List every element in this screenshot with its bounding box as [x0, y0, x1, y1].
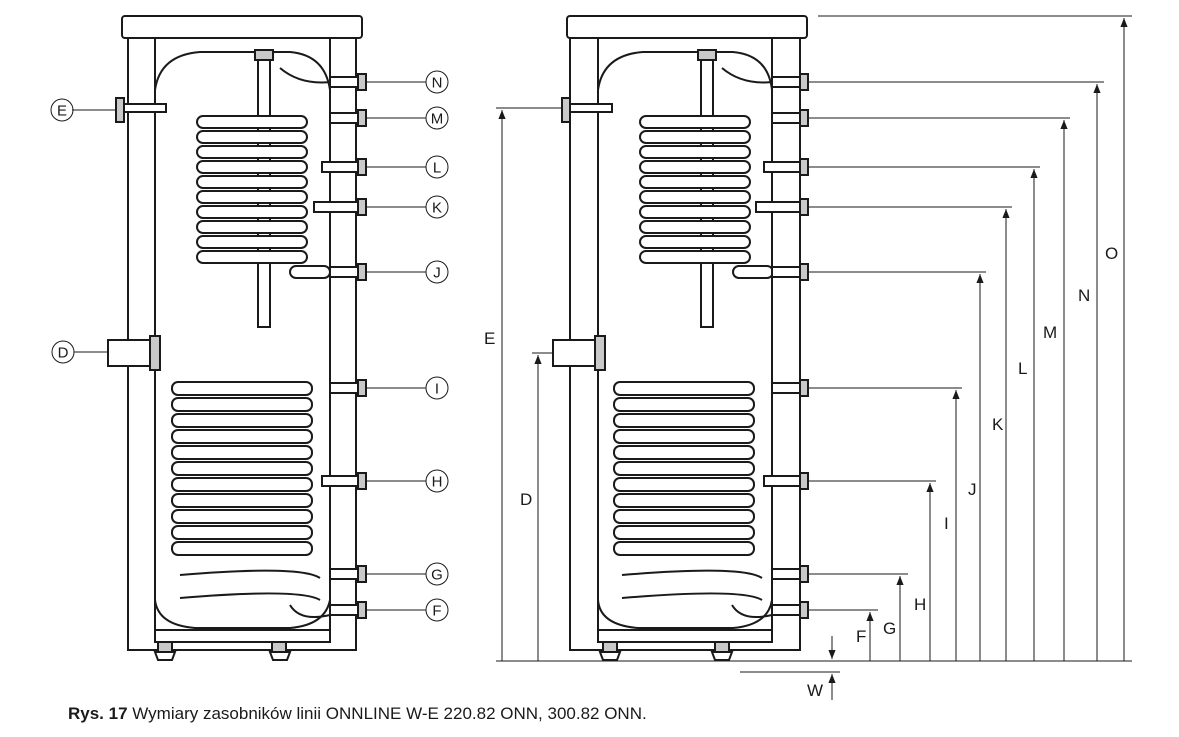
left-view-tank: N M L K J I H G F E D: [50, 15, 449, 661]
connection-label-K: K: [425, 195, 449, 219]
dimension-label-J: J: [968, 480, 977, 499]
left-casing-body: [127, 37, 357, 651]
dimension-lines: [498, 18, 1128, 700]
right-view-tank: E D O N M L K J I H G F W: [484, 15, 1132, 700]
svg-text:N: N: [432, 75, 443, 92]
svg-text:D: D: [58, 345, 69, 362]
dimension-label-M: M: [1043, 323, 1057, 342]
dimension-label-D: D: [520, 490, 532, 509]
dimension-label-N: N: [1078, 286, 1090, 305]
left-leaders: [72, 81, 426, 611]
dimension-label-E: E: [484, 329, 495, 348]
figure-caption-text: Wymiary zasobników linii ONNLINE W-E 220…: [132, 704, 647, 723]
right-upper-coil: [639, 115, 774, 279]
svg-text:J: J: [433, 265, 441, 282]
connection-label-F: F: [425, 598, 449, 622]
connection-label-D: D: [51, 340, 75, 364]
dimension-label-O: O: [1105, 244, 1118, 263]
dimension-label-I: I: [944, 514, 949, 533]
svg-text:E: E: [57, 103, 67, 120]
dimension-label-G: G: [883, 619, 896, 638]
dimension-label-H: H: [914, 595, 926, 614]
dimension-label-L: L: [1018, 359, 1027, 378]
connection-label-M: M: [425, 106, 449, 130]
svg-text:I: I: [435, 381, 439, 398]
connection-label-G: G: [425, 562, 449, 586]
left-inner-vessel: [154, 51, 331, 629]
dimension-label-F: F: [856, 627, 866, 646]
left-casing-top: [121, 15, 363, 39]
svg-text:K: K: [432, 200, 442, 217]
connection-label-N: N: [425, 70, 449, 94]
connection-label-E: E: [50, 98, 74, 122]
extension-lines: [496, 15, 1132, 673]
left-upper-coil: [196, 115, 331, 279]
connection-label-J: J: [425, 260, 449, 284]
figure-caption: Rys. 17 Wymiary zasobników linii ONNLINE…: [68, 704, 647, 724]
left-lower-coil: [171, 381, 331, 618]
right-lower-coil: [613, 381, 773, 618]
figure-number: Rys. 17: [68, 704, 128, 723]
connection-label-L: L: [425, 155, 449, 179]
svg-text:L: L: [433, 160, 441, 177]
connection-label-I: I: [425, 376, 449, 400]
svg-text:G: G: [431, 567, 443, 584]
svg-text:M: M: [431, 111, 444, 128]
svg-text:F: F: [432, 603, 441, 620]
svg-text:H: H: [432, 474, 443, 491]
dimension-label-K: K: [992, 415, 1004, 434]
connection-label-H: H: [425, 469, 449, 493]
dimension-label-W: W: [807, 681, 823, 700]
